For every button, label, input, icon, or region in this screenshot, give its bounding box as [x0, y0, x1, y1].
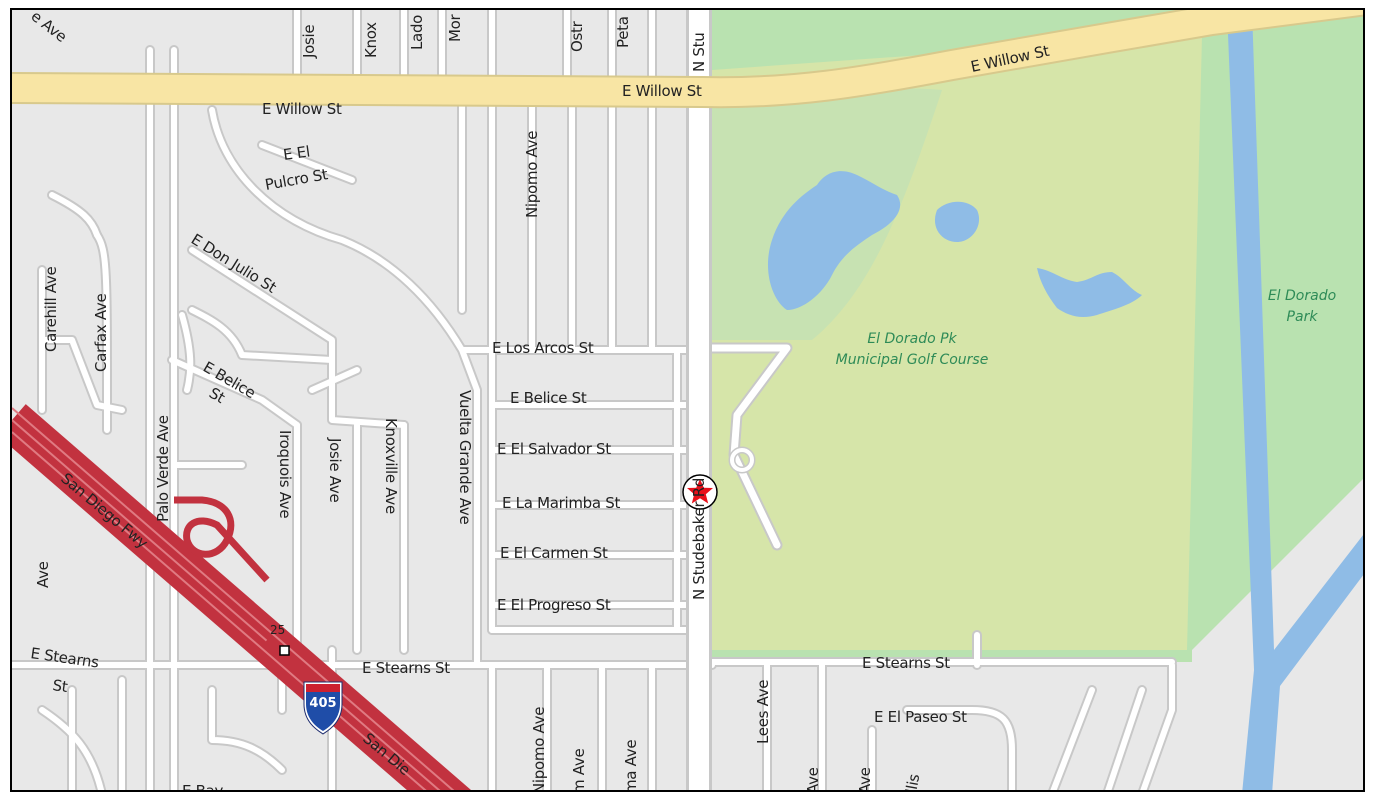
label-lees: Lees Ave: [754, 680, 772, 744]
label-llis: llis: [902, 772, 923, 792]
map-frame[interactable]: E Willow St E Willow St E Willow St E El…: [10, 8, 1365, 792]
label-el-pulcro-1: E El: [282, 142, 311, 164]
label-willow-west: E Willow St: [262, 100, 342, 118]
label-top-knox: Knox: [362, 22, 380, 58]
studebaker-road: [686, 10, 712, 790]
label-stearns-west-2: St: [51, 676, 69, 696]
golf-lake-west: [767, 171, 901, 310]
label-vuelta-grande: Vuelta Grande Ave: [456, 390, 474, 524]
star-location-marker[interactable]: [682, 474, 718, 510]
label-top-peta: Peta: [614, 16, 632, 48]
label-carehill: Carehill Ave: [42, 267, 60, 352]
label-josie: Josie Ave: [326, 437, 344, 502]
label-bay: E Bay: [182, 782, 224, 792]
freeway-exit-marker: [279, 645, 290, 656]
label-knoxville: Knoxville Ave: [382, 418, 400, 514]
label-belice: E Belice St: [510, 389, 587, 407]
label-el-paseo: E El Paseo St: [874, 708, 967, 726]
label-west-ave: Ave: [34, 561, 52, 588]
label-el-salvador: E El Salvador St: [497, 440, 611, 458]
label-ave-810: Ave: [804, 767, 822, 792]
interstate-shield: [303, 681, 343, 735]
label-m-ave: m Ave: [570, 749, 588, 792]
label-stearns-east: E Stearns St: [862, 654, 950, 672]
label-el-carmen: E El Carmen St: [500, 544, 608, 562]
label-palo-verde: Palo Verde Ave: [154, 415, 172, 522]
golf-lake-east: [1037, 268, 1142, 318]
label-top-mor: Mor: [446, 13, 464, 42]
label-studebaker-top: N Stu: [690, 33, 708, 72]
golf-lake-center: [934, 201, 980, 242]
river: [1227, 10, 1363, 790]
label-la-marimba: E La Marimba St: [502, 494, 620, 512]
label-ma-ave: ma Ave: [622, 740, 640, 792]
label-park-line1: El Dorado: [1268, 288, 1336, 304]
label-stearns-center: E Stearns St: [362, 659, 450, 677]
label-golf-line1: El Dorado Pk: [867, 331, 957, 347]
minor-streets: [12, 10, 1177, 790]
map-canvas[interactable]: E Willow St E Willow St E Willow St E El…: [12, 10, 1365, 792]
label-exit-number: 25: [270, 623, 285, 637]
label-top-josie: Josie: [300, 25, 318, 59]
label-ave-860: Ave: [856, 767, 874, 792]
label-golf-line2: Municipal Golf Course: [836, 352, 989, 368]
willow-street: [12, 10, 1363, 109]
label-willow-east: E Willow St: [622, 82, 702, 100]
label-carfax: Carfax Ave: [92, 293, 110, 372]
label-nipomo: Nipomo Ave: [523, 131, 541, 218]
label-el-progreso: E El Progreso St: [497, 596, 611, 614]
label-shield-number: 405: [309, 696, 336, 711]
golf-access-road: [706, 342, 793, 551]
label-park-line2: Park: [1287, 309, 1319, 325]
label-los-arcos: E Los Arcos St: [492, 339, 594, 357]
label-studebaker: N Studebaker Rd: [690, 478, 708, 600]
label-iroquois: Iroquois Ave: [276, 430, 294, 518]
label-nipomo-south: Nipomo Ave: [530, 707, 548, 792]
label-top-ostr: Ostr: [568, 20, 586, 52]
label-top-lado: Lado: [408, 15, 426, 50]
